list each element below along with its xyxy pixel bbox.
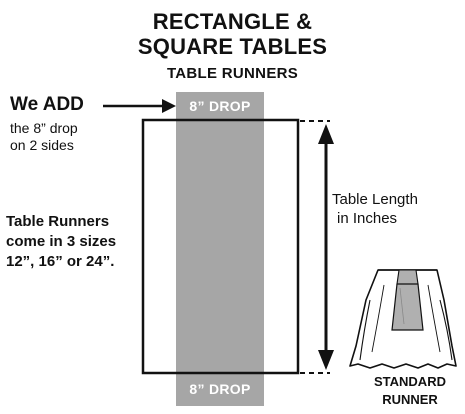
table-outline [141, 118, 300, 375]
drop-label-bottom: 8” DROP [189, 381, 251, 397]
sizes-note-line-1: Table Runners [6, 213, 110, 230]
title-line-2: SQUARE TABLES [137, 34, 328, 59]
dimension-arrow-up-icon [318, 124, 334, 144]
dimension-label-line-2: in Inches [337, 210, 398, 227]
sizes-note-line-2: come in 3 sizes [6, 233, 117, 250]
runner-strip [176, 92, 264, 406]
standard-runner-label-line-1: STANDARD [374, 374, 446, 389]
dimension-arrow-down-icon [318, 350, 334, 370]
subtitle: TABLE RUNNERS [166, 65, 299, 82]
callout-arrowhead-icon [162, 99, 176, 113]
standard-runner-label-line-2: RUNNER [382, 392, 438, 407]
callout-line-1: the 8” drop [10, 120, 78, 136]
dimension-label-line-1: Table Length [332, 191, 418, 208]
sizes-note-line-3: 12”, 16” or 24”. [6, 253, 115, 270]
callout-line-2: on 2 sides [10, 137, 74, 153]
callout-heading: We ADD [10, 94, 84, 115]
drop-label-top: 8” DROP [189, 98, 251, 114]
standard-runner-illustration [349, 269, 457, 369]
title-line-1: RECTANGLE & [152, 9, 313, 34]
